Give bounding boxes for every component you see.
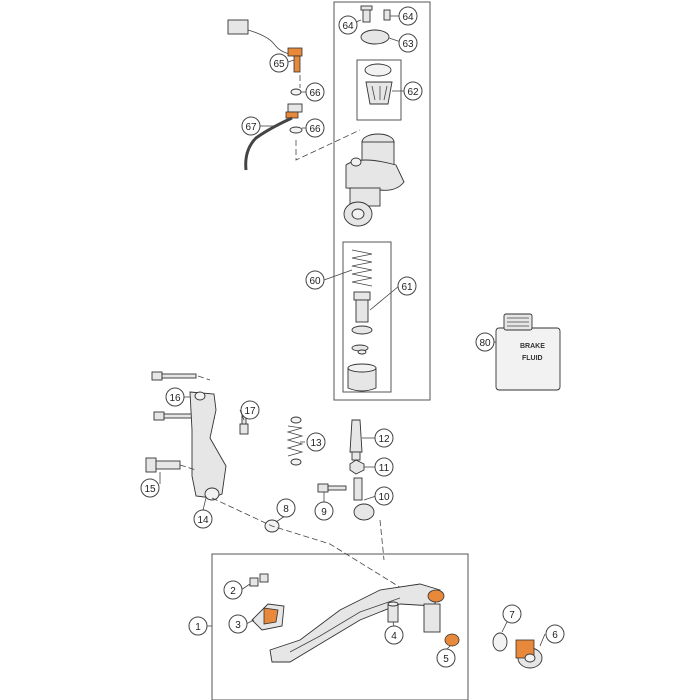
svg-text:17: 17 xyxy=(244,406,256,417)
reservoir-insert xyxy=(365,81,393,105)
callout-63: 63 xyxy=(398,33,418,53)
svg-text:12: 12 xyxy=(378,434,390,445)
callout-66-lower: 66 xyxy=(305,118,325,138)
screw-64b xyxy=(383,9,391,21)
callout-5: 5 xyxy=(436,648,456,668)
pivot-boss xyxy=(423,589,445,633)
svg-text:66: 66 xyxy=(309,124,321,135)
filler-cap-subframe xyxy=(356,59,402,121)
oring-7 xyxy=(492,632,508,652)
clevis-10 xyxy=(353,477,375,521)
callout-4: 4 xyxy=(384,625,404,645)
svg-text:67: 67 xyxy=(245,122,257,133)
pedal-tip-3 xyxy=(251,603,285,631)
callout-67: 67 xyxy=(241,116,261,136)
brake-hose-67 xyxy=(244,116,293,171)
spring-60 xyxy=(351,249,373,287)
svg-text:65: 65 xyxy=(273,59,285,70)
svg-text:7: 7 xyxy=(509,610,515,621)
screw-64 xyxy=(360,5,373,23)
svg-text:1: 1 xyxy=(195,622,201,633)
bolt-9 xyxy=(317,483,347,493)
bottle-label-line1: BRAKE xyxy=(520,343,545,350)
callout-60: 60 xyxy=(305,270,325,290)
pin-4 xyxy=(387,601,399,623)
svg-text:61: 61 xyxy=(401,282,413,293)
brake-fluid-bottle: BRAKE FLUID xyxy=(495,313,561,391)
callout-7: 7 xyxy=(502,604,522,624)
svg-text:6: 6 xyxy=(552,630,558,641)
piston-kit-subframe xyxy=(342,241,392,393)
svg-text:3: 3 xyxy=(235,620,241,631)
callout-61: 61 xyxy=(397,276,417,296)
bolt-16b xyxy=(153,411,195,421)
callout-13: 13 xyxy=(306,432,326,452)
callout-6: 6 xyxy=(545,624,565,644)
callout-12: 12 xyxy=(374,428,394,448)
sleeve-15 xyxy=(145,457,181,473)
svg-text:64: 64 xyxy=(342,21,354,32)
callout-62: 62 xyxy=(403,81,423,101)
callout-65: 65 xyxy=(269,53,289,73)
svg-text:15: 15 xyxy=(144,484,156,495)
svg-text:13: 13 xyxy=(310,438,322,449)
svg-text:10: 10 xyxy=(378,492,390,503)
bottle-label-line2: FLUID xyxy=(522,355,543,362)
callout-3: 3 xyxy=(228,614,248,634)
banjo-bolt xyxy=(285,103,303,119)
callout-8: 8 xyxy=(276,498,296,518)
callout-14: 14 xyxy=(193,509,213,529)
pedal-assembly-frame xyxy=(211,553,469,700)
washer-5 xyxy=(444,633,460,647)
callout-2: 2 xyxy=(223,580,243,600)
svg-text:8: 8 xyxy=(283,504,289,515)
svg-text:63: 63 xyxy=(402,39,414,50)
callout-15: 15 xyxy=(140,478,160,498)
cap-63 xyxy=(360,29,390,45)
svg-text:2: 2 xyxy=(230,586,236,597)
callout-64-left: 64 xyxy=(338,15,358,35)
bushing-2 xyxy=(249,573,269,587)
svg-text:64: 64 xyxy=(402,12,414,23)
brake-pedal xyxy=(269,583,441,663)
svg-text:60: 60 xyxy=(309,276,321,287)
svg-text:80: 80 xyxy=(479,338,491,349)
callout-16: 16 xyxy=(165,387,185,407)
bracket-14 xyxy=(189,391,227,499)
callout-64-right: 64 xyxy=(398,6,418,26)
callout-11: 11 xyxy=(374,457,394,477)
diaphragm-ring xyxy=(364,63,392,77)
svg-text:62: 62 xyxy=(407,87,419,98)
nut-11 xyxy=(349,459,365,475)
svg-text:5: 5 xyxy=(443,654,449,665)
callout-17: 17 xyxy=(240,400,260,420)
callout-10: 10 xyxy=(374,486,394,506)
svg-text:14: 14 xyxy=(197,515,209,526)
callout-9: 9 xyxy=(314,501,334,521)
callout-1: 1 xyxy=(188,616,208,636)
callout-80: 80 xyxy=(475,332,495,352)
piston-61 xyxy=(347,291,377,392)
spring-13 xyxy=(286,416,304,466)
master-cylinder-frame xyxy=(333,1,431,401)
sensor-connector-65 xyxy=(227,19,303,73)
washer-66a xyxy=(290,88,302,96)
pushrod-12 xyxy=(349,419,363,461)
svg-text:66: 66 xyxy=(309,88,321,99)
callout-66-upper: 66 xyxy=(305,82,325,102)
svg-text:9: 9 xyxy=(321,507,327,518)
svg-text:11: 11 xyxy=(379,463,390,474)
washer-66b xyxy=(289,126,303,134)
pivot-bolt-6 xyxy=(515,639,543,669)
bolt-16 xyxy=(151,371,197,381)
svg-text:4: 4 xyxy=(391,631,397,642)
brake-pedal-inner xyxy=(289,597,401,653)
svg-text:16: 16 xyxy=(169,393,181,404)
master-cylinder-body xyxy=(343,133,405,227)
